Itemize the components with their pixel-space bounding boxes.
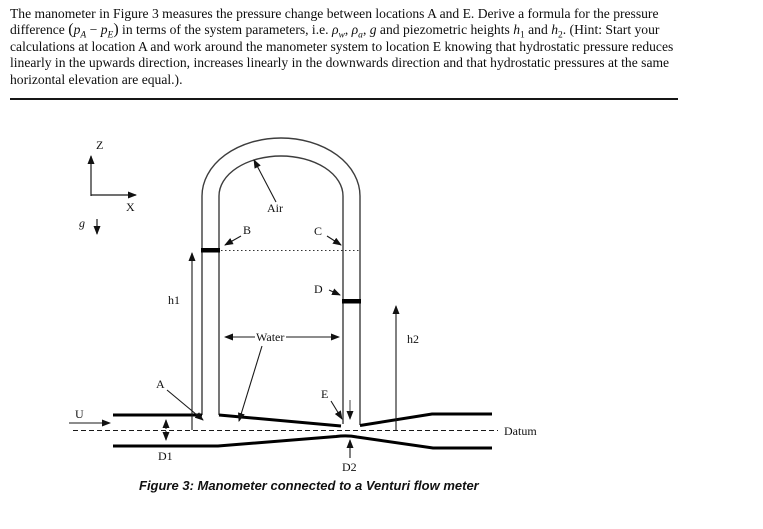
p-a-subscript: A <box>80 31 87 42</box>
g-symbol: g <box>369 22 377 38</box>
left-interface-bar <box>201 248 220 253</box>
rho-a-subscript: a <box>358 31 363 42</box>
p-e-symbol: p <box>100 22 108 38</box>
problem-text-3: and piezometric heights <box>376 22 514 38</box>
d2-label: D2 <box>342 460 357 474</box>
h1-label: h1 <box>168 293 180 307</box>
p-a-symbol: p <box>73 22 81 38</box>
venturi-pipe <box>113 412 492 450</box>
point-a-arrow <box>166 389 204 421</box>
velocity-label: U <box>75 407 84 421</box>
datum-label: Datum <box>504 424 537 438</box>
manometer-tubes <box>201 137 361 425</box>
pointer-arrows <box>166 159 343 422</box>
rho-w-symbol: ρ <box>331 22 339 38</box>
point-d-arrow <box>328 288 341 296</box>
point-b-arrow <box>224 235 242 246</box>
p-e-subscript: E <box>107 31 114 42</box>
coordinate-axes <box>87 155 137 235</box>
point-a-label: A <box>156 377 165 391</box>
arch-inner <box>218 155 344 197</box>
h1-subscript: 1 <box>519 31 525 42</box>
problem-text-2: in terms of the system parameters, i.e. <box>118 22 332 38</box>
air-pointer-arrow <box>253 159 277 203</box>
water-label: Water <box>256 330 284 344</box>
right-interface-bar <box>342 299 361 304</box>
and-word: and <box>524 22 552 38</box>
minus-sign: − <box>86 22 101 38</box>
comma-2: , <box>362 22 370 38</box>
d1-label: D1 <box>158 449 173 463</box>
air-label: Air <box>267 201 283 215</box>
comma-1: , <box>344 22 352 38</box>
pipe-top-wall-converging <box>218 413 342 428</box>
measurement-arrows <box>69 252 400 458</box>
pipe-bottom-wall <box>113 434 492 450</box>
point-e-label: E <box>321 387 328 401</box>
point-c-label: C <box>314 224 322 238</box>
pipe-top-wall-diverging <box>359 412 492 427</box>
h2-label: h2 <box>407 332 419 346</box>
gravity-label: g <box>79 216 85 230</box>
paren-close: ) <box>113 21 119 39</box>
z-axis-label: Z <box>96 138 103 152</box>
h2-subscript: 2 <box>557 31 563 42</box>
point-c-arrow <box>326 235 342 246</box>
point-d-label: D <box>314 282 323 296</box>
h2-symbol: h <box>551 22 558 38</box>
problem-statement: The manometer in Figure 3 measures the p… <box>10 6 686 88</box>
water-diagonal-arrow <box>237 345 263 422</box>
paren-open: ( <box>68 21 74 39</box>
point-e-arrow <box>330 400 343 420</box>
h1-symbol: h <box>513 22 520 38</box>
problem-text-1: The manometer in Figure 3 measures the p… <box>10 6 659 38</box>
x-axis-label: X <box>126 200 135 214</box>
arch-outer <box>201 137 361 197</box>
rho-w-subscript: w <box>338 31 345 42</box>
problem-text-4: . (Hint: Start your calculations at loca… <box>10 22 674 87</box>
horizontal-rule <box>10 98 678 100</box>
rho-a-symbol: ρ <box>351 22 359 38</box>
point-b-label: B <box>243 223 251 237</box>
figure-caption: Figure 3: Manometer connected to a Ventu… <box>139 478 479 493</box>
